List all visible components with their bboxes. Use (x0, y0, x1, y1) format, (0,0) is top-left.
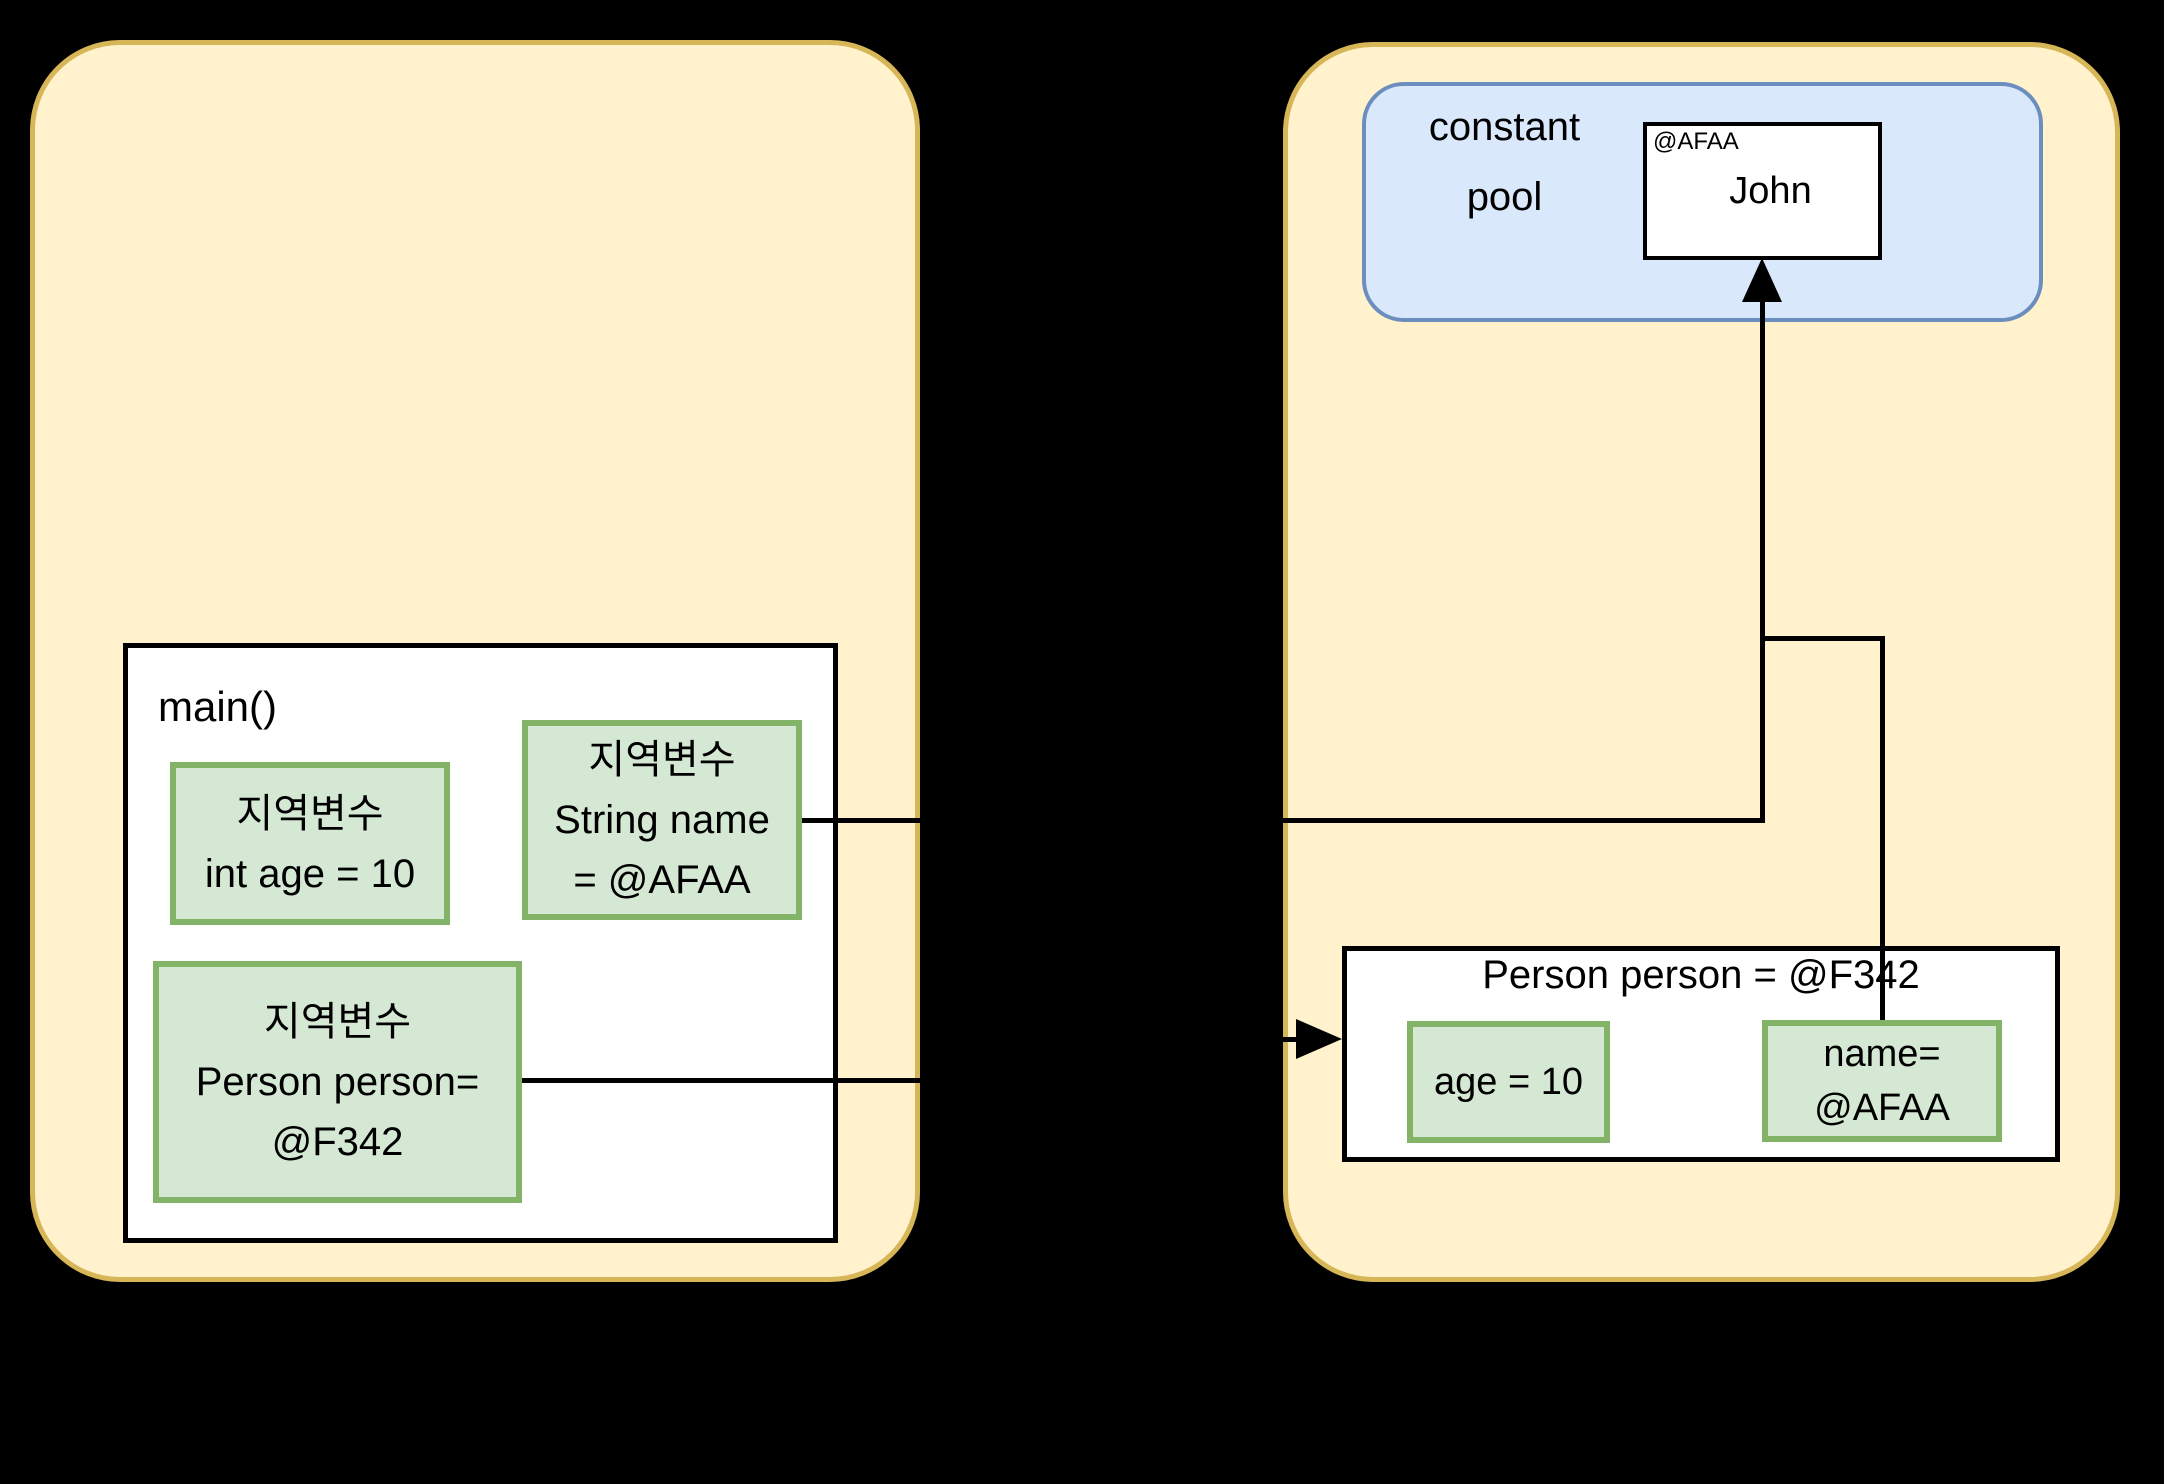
local-var-name-line: String name (554, 798, 770, 842)
field-name-ref-connector-horizontal (1762, 636, 1885, 641)
person-ref-connector-left (522, 1078, 1107, 1083)
person-field-age-line: age = 10 (1434, 1061, 1583, 1103)
person-field-age: age = 10 (1407, 1021, 1610, 1143)
local-var-person: 지역변수 Person person= @F342 (153, 961, 522, 1203)
field-name-ref-connector-vertical (1880, 636, 1885, 1020)
main-frame-title: main() (158, 683, 278, 730)
local-var-age: 지역변수 int age = 10 (170, 762, 450, 925)
string-object-value: John (1729, 170, 1812, 212)
local-var-person-line: @F342 (271, 1120, 404, 1164)
constant-pool-label-line: constant (1428, 105, 1581, 149)
local-var-age-line: int age = 10 (204, 851, 416, 896)
local-var-person-line: Person person= (195, 1060, 480, 1104)
name-ref-connector-horizontal (802, 818, 1764, 823)
person-ref-connector-right (1103, 1037, 1300, 1042)
local-var-name-line: 지역변수 (588, 738, 736, 782)
local-var-age-line: 지역변수 (236, 791, 384, 836)
string-object: @AFAA John (1643, 122, 1882, 260)
constant-pool-label-line: pool (1466, 175, 1543, 219)
arrowhead-right-icon (1296, 1019, 1342, 1059)
person-field-name-line: @AFAA (1814, 1087, 1950, 1129)
person-object-title: Person person = @F342 (1482, 953, 1920, 997)
local-var-person-line: 지역변수 (263, 1000, 412, 1044)
arrowhead-up-icon (1742, 258, 1782, 302)
person-field-name-line: name= (1823, 1033, 1941, 1075)
person-field-name: name= @AFAA (1762, 1020, 2002, 1142)
string-object-address: @AFAA (1653, 128, 1739, 155)
constant-pool-label: constant pool (1362, 92, 1647, 232)
local-var-name: 지역변수 String name = @AFAA (522, 720, 802, 920)
local-var-name-line: = @AFAA (573, 858, 751, 902)
name-ref-connector-vertical (1760, 296, 1765, 823)
